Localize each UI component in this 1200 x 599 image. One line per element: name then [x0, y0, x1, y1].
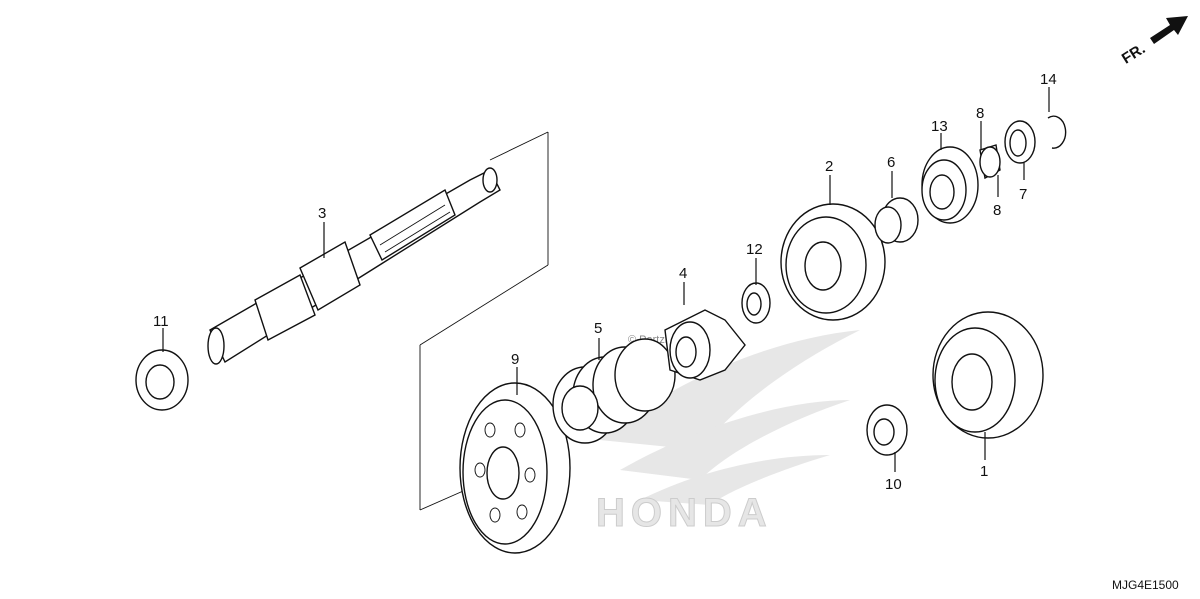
direction-label: FR. — [1119, 40, 1149, 67]
ring-part-7 — [1004, 120, 1036, 164]
washer-part-12 — [741, 282, 771, 324]
callout-8-top: 8 — [976, 105, 984, 122]
callout-5: 5 — [594, 320, 602, 337]
callout-4: 4 — [679, 265, 687, 282]
spring-part-5 — [552, 338, 676, 444]
main-shaft — [207, 167, 501, 365]
leader-lines — [162, 87, 1050, 472]
callout-3: 3 — [318, 205, 326, 222]
circlip-part-14 — [1047, 115, 1067, 149]
nut-part-10 — [866, 404, 908, 456]
assembly-bracket — [419, 131, 549, 511]
arrow-right-up-icon — [1150, 16, 1188, 44]
bearing-part-13 — [921, 146, 979, 224]
diagram-code: MJG4E1500 — [1112, 578, 1179, 592]
callout-11: 11 — [153, 313, 169, 330]
gear-part-1 — [932, 311, 1044, 439]
gear-part-2 — [780, 203, 886, 321]
gear-part-9 — [459, 382, 571, 554]
callout-1: 1 — [980, 463, 988, 480]
callout-7: 7 — [1019, 186, 1027, 203]
direction-indicator: FR. — [1119, 16, 1188, 67]
callout-6: 6 — [887, 154, 895, 171]
callout-9: 9 — [511, 351, 519, 368]
callout-14: 14 — [1040, 71, 1057, 88]
callout-12: 12 — [746, 241, 763, 258]
callout-10: 10 — [885, 476, 902, 493]
callout-8-bottom: 8 — [993, 202, 1001, 219]
callout-labels: 3 11 9 5 4 12 2 6 13 8 8 7 14 10 1 — [153, 71, 1057, 493]
honda-wing-watermark — [600, 330, 860, 505]
callout-13: 13 — [931, 118, 948, 135]
collar-part-8 — [979, 144, 1001, 180]
honda-logo-watermark: HONDA — [596, 491, 773, 535]
cam-part-4 — [664, 309, 746, 381]
bushing-part-6 — [874, 197, 919, 244]
callout-2: 2 — [825, 158, 833, 175]
nut-part-11 — [135, 349, 189, 411]
